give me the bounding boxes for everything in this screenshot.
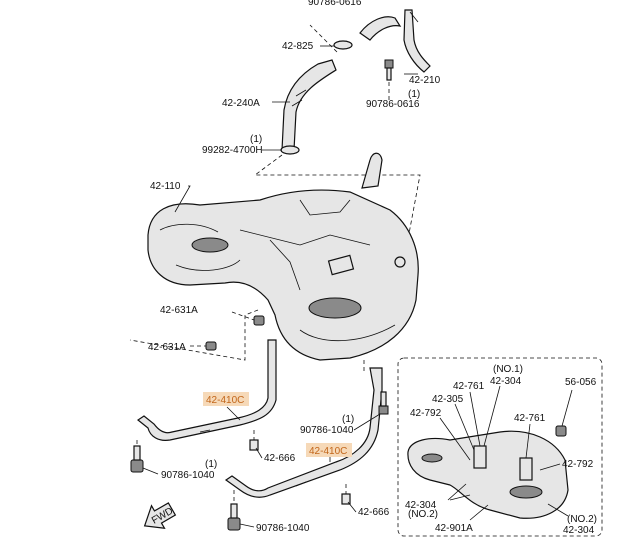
tank-strap-left-42-410c[interactable]	[136, 339, 277, 441]
label-42-110: 42-110	[150, 181, 181, 192]
inset-label-42-304-c: 42-304	[563, 525, 595, 536]
leader-line	[439, 417, 471, 461]
bolt-90786-1040-bottom[interactable]	[227, 503, 241, 531]
fuel-tank-42-110[interactable]	[147, 189, 419, 361]
vent-tube[interactable]	[361, 152, 383, 189]
label-42-240a: 42-240A	[222, 98, 260, 109]
inset-label-42-305: 42-305	[432, 394, 464, 405]
nut-42-631a-lower[interactable]	[205, 341, 217, 351]
leader-line	[239, 523, 255, 528]
label-bolt-top-qty: (1)	[408, 89, 420, 100]
label-top-cut: 90786-0616	[308, 0, 362, 8]
inset-label-42-761-a: 42-761	[453, 381, 485, 392]
label-clamp-qty: (1)	[250, 134, 262, 145]
inset-label-no1: (NO.1)	[493, 364, 523, 375]
detail-inset-frame	[397, 357, 603, 537]
leader-line	[469, 391, 481, 447]
label-clamp: 99282-4700H	[202, 145, 263, 156]
highlight-strap-left	[203, 392, 249, 406]
leader-line	[174, 185, 191, 213]
inset-label-42-761-b: 42-761	[514, 413, 546, 424]
label-bolt-mid-qty: (1)	[342, 414, 354, 425]
label-bolt-left: 90786-1040	[161, 470, 215, 481]
inset-label-56-056: 56-056	[565, 377, 597, 388]
leader-line	[539, 463, 561, 471]
filler-pipe-42-210[interactable]	[359, 9, 431, 73]
leader-line	[353, 413, 381, 431]
bolt-90786-0616-top[interactable]	[384, 59, 394, 81]
leader-line	[469, 504, 489, 521]
label-strap-left[interactable]: 42-410C	[206, 395, 244, 406]
label-bolt-top: 90786-0616	[366, 99, 420, 110]
leader-line	[226, 406, 241, 421]
label-42-825: 42-825	[282, 41, 314, 52]
leader-line	[454, 403, 475, 451]
leader-line	[525, 423, 531, 459]
inset-label-42-901a: 42-901A	[435, 523, 473, 534]
leader-line	[347, 501, 357, 513]
label-42-210: 42-210	[409, 75, 441, 86]
guide-line	[253, 154, 421, 256]
inset-label-no2-right: (NO.2)	[567, 514, 597, 525]
label-strap-right[interactable]: 42-410C	[309, 446, 347, 457]
label-42-666-lower: 42-666	[358, 507, 390, 518]
label-42-631a-upper: 42-631A	[160, 305, 198, 316]
inset-label-42-304-a: 42-304	[490, 376, 522, 387]
leader-line	[447, 483, 467, 501]
label-bolt-mid: 90786-1040	[300, 425, 354, 436]
highlight-strap-right	[306, 443, 352, 457]
tank-strap-right-42-410c[interactable]	[224, 367, 383, 498]
label-42-666-upper: 42-666	[264, 453, 296, 464]
label-bolt-bottom: 90786-1040	[256, 523, 310, 534]
label-bolt-left-qty: (1)	[205, 459, 217, 470]
forward-arrow-icon: FWD	[143, 502, 177, 529]
guide-line	[129, 309, 259, 361]
inset-label-42-792-a: 42-792	[410, 408, 442, 419]
collar-42-666-upper[interactable]	[249, 439, 259, 451]
nut-56-056[interactable]	[555, 425, 567, 437]
leader-line	[561, 389, 573, 427]
leader-line	[483, 385, 501, 447]
guide-line	[309, 24, 338, 53]
leader-line	[255, 447, 263, 459]
inset-label-42-792-b: 42-792	[562, 459, 594, 470]
filler-hose-42-240a[interactable]	[281, 59, 337, 151]
inset-label-no2-left: (NO.2)	[408, 509, 438, 520]
inset-label-42-304-b: 42-304	[405, 500, 437, 511]
leader-line	[142, 467, 159, 475]
label-42-631a-lower: 42-631A	[148, 342, 186, 353]
nut-42-631a-upper[interactable]	[253, 315, 265, 326]
inset-tank-detail[interactable]	[407, 430, 569, 519]
bolt-90786-1040-left[interactable]	[130, 445, 144, 473]
bolt-90786-1040-mid[interactable]	[378, 391, 389, 415]
guide-line	[231, 311, 255, 321]
hose-clamp-42-825[interactable]	[333, 40, 353, 50]
leader-line	[547, 503, 569, 517]
hose-clamp-99282[interactable]	[280, 145, 300, 155]
